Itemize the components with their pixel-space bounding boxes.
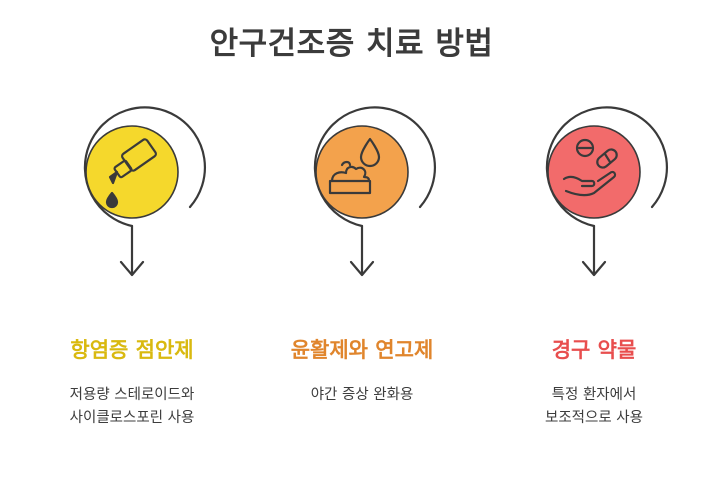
treatment-description: 야간 증상 완화용 (252, 384, 472, 407)
page-title: 안구건조증 치료 방법 (209, 26, 494, 62)
treatment-item-oral-medication: 경구 약물 특정 환자에서 보조적으로 사용 (494, 0, 694, 493)
pills-hand-icon (562, 138, 618, 197)
description-line: 보조적으로 사용 (545, 410, 643, 426)
description-line: 야간 증상 완화용 (310, 387, 414, 403)
description-line: 사이클로스포린 사용 (69, 410, 195, 426)
treatment-icon-circle (313, 106, 436, 277)
description-line: 저용량 스테로이드와 (69, 387, 195, 403)
treatment-heading: 항염증 점안제 (70, 338, 194, 362)
eye-drop-bottle-icon (105, 138, 157, 209)
treatment-heading: 윤활제와 연고제 (290, 338, 434, 362)
treatment-description: 특정 환자에서 보조적으로 사용 (484, 384, 703, 430)
description-line: 특정 환자에서 (551, 387, 637, 403)
treatment-item-anti-inflammatory: 항염증 점안제 저용량 스테로이드와 사이클로스포린 사용 (32, 0, 232, 493)
ointment-drop-icon (328, 137, 381, 195)
treatment-description: 저용량 스테로이드와 사이클로스포린 사용 (22, 384, 242, 430)
treatment-heading: 경구 약물 (551, 338, 637, 362)
treatment-icon-circle (83, 106, 206, 277)
treatment-icon-circle (545, 106, 668, 277)
treatment-item-lubricants: 윤활제와 연고제 야간 증상 완화용 (262, 0, 462, 493)
